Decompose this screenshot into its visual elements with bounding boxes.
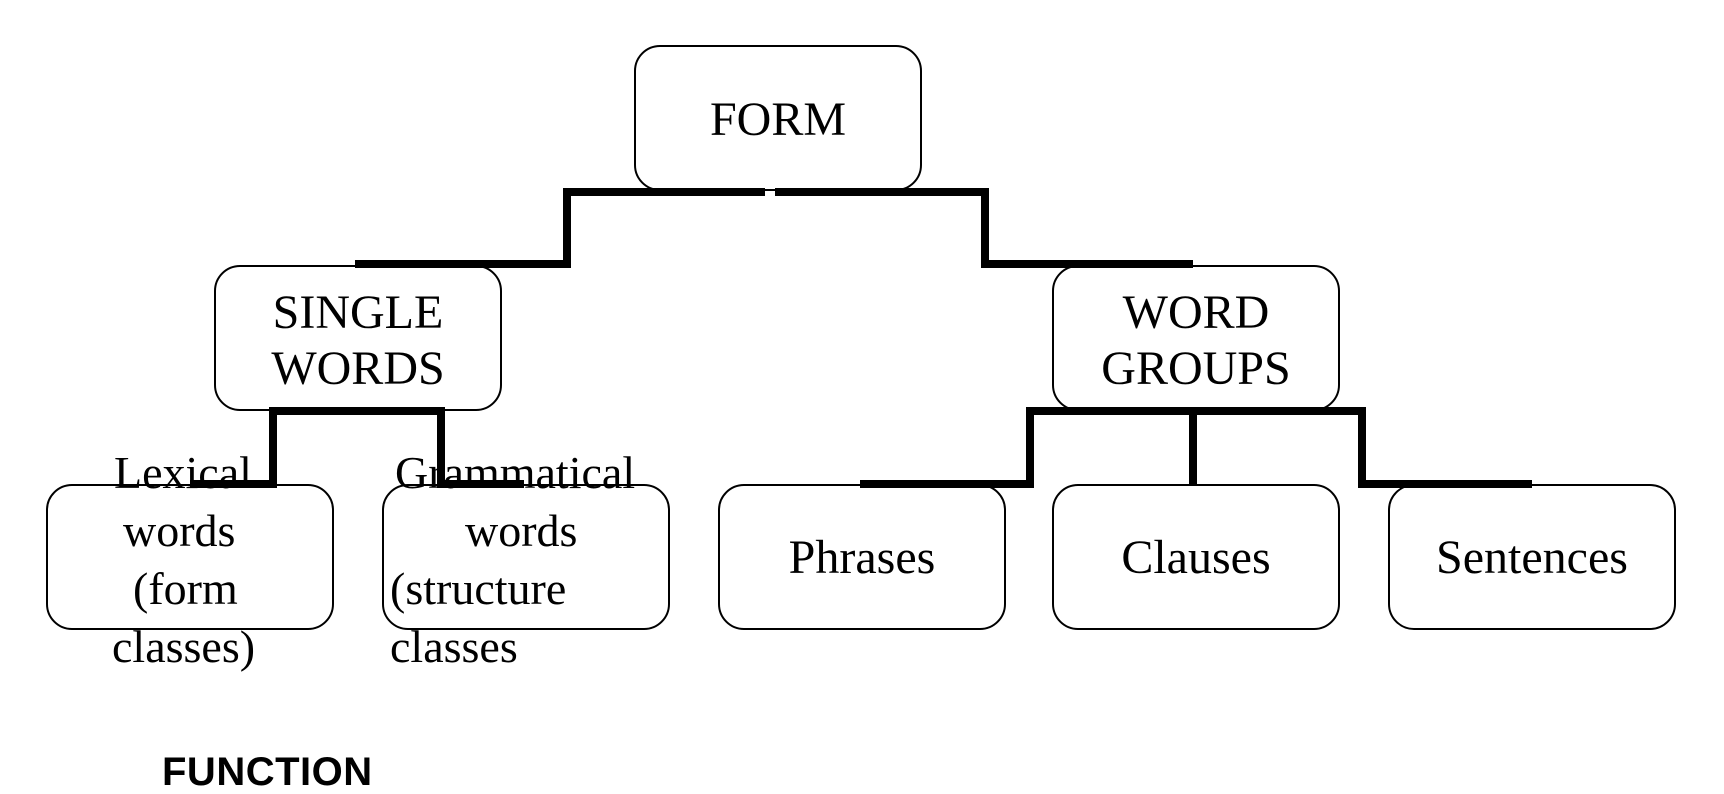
- connector-word-groups-to-sentences: [1193, 407, 1532, 488]
- lexical-line-2: words: [123, 505, 236, 556]
- node-sentences: [1388, 484, 1676, 630]
- single-words-line-2: WORDS: [271, 342, 445, 395]
- connector-form-to-word-groups: [775, 188, 1193, 268]
- connector-form-to-single-words: [355, 188, 765, 268]
- node-single-words: [214, 265, 502, 411]
- root-node-form: [634, 45, 922, 191]
- word-groups-line-2: GROUPS: [1101, 342, 1291, 395]
- lexical-line-1: Lexical: [114, 447, 252, 498]
- grammatical-line-1: Grammatical: [395, 447, 636, 498]
- single-words-line-1: SINGLE: [272, 286, 444, 339]
- node-phrases: [718, 484, 1006, 630]
- lexical-line-4: classes): [112, 621, 256, 672]
- word-groups-line-1: WORD: [1122, 286, 1270, 339]
- clauses-label: Clauses: [1121, 531, 1271, 584]
- node-grammatical-words: [382, 484, 670, 630]
- node-clauses: [1052, 484, 1340, 630]
- grammatical-line-2: words: [465, 505, 578, 556]
- function-heading: FUNCTION: [162, 750, 373, 794]
- phrases-label: Phrases: [788, 531, 936, 584]
- sentences-label: Sentences: [1436, 531, 1628, 584]
- node-word-groups: [1052, 265, 1340, 411]
- grammatical-line-4: classes: [390, 621, 518, 672]
- grammatical-line-3: (structure: [390, 563, 567, 614]
- connector-word-groups-to-phrases: [860, 407, 1193, 488]
- lexical-line-3: (form: [133, 563, 238, 614]
- root-label: FORM: [709, 93, 847, 146]
